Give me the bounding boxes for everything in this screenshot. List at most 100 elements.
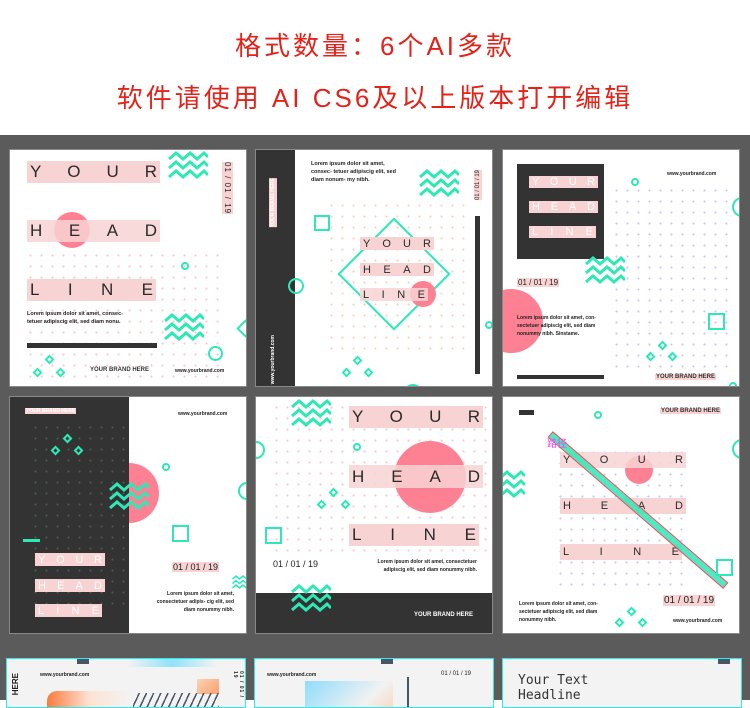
headline-letter: O [56,553,65,566]
headline-letter: I [381,288,385,301]
black-bar [27,343,157,348]
headline-letter: O [599,454,609,466]
gradient-shape [305,681,393,707]
headline-letter: E [141,280,153,299]
headline-letter: E [383,263,391,276]
artboard-tab [381,659,393,664]
template-card-8[interactable]: www.yourbrand.com 01 / 01 / 19 [254,658,494,708]
headline-letter: E [57,579,65,592]
headline-letter: H [563,500,571,512]
body-text: Lorem ipsum dolor sit amet, con- sectetu… [517,315,596,337]
headline-letter: N [565,226,574,238]
headline-letter: N [397,288,406,301]
headline-letter: I [67,280,73,299]
diamond-icon [363,367,374,378]
headline-letter: O [67,162,81,181]
headline-letter: A [75,579,83,592]
website-url-vertical: www.yourbrand.com [270,335,276,385]
template-card-9[interactable]: Your Text Headline [502,658,742,708]
website-url: www.yourbrand.com [178,411,228,417]
zigzag-icon [109,481,149,511]
circle-outline-icon [208,346,223,361]
headline-letter: D [423,263,431,276]
headline-letter: I [56,604,60,617]
divider-line [407,677,409,707]
title-line-2: Headline [518,688,581,703]
brand-name: YOUR BRAND HERE [655,374,717,380]
template-card-7[interactable]: www.yourbrand.com HERE 01 / 01 / 19 [6,658,246,708]
square-outline-icon [708,313,725,330]
dot-grid [555,447,690,587]
headline-letter: E [600,500,609,512]
website-url: www.yourbrand.com [40,672,90,678]
square-outline-icon [172,525,189,542]
date: 01 / 01 / 19 [273,559,319,569]
headline-letter: Y [352,407,364,426]
zigzag-icon [502,469,525,499]
brand-name-vertical: YOUR BRAND HERE [269,178,277,228]
body-text: Lorem ipsum dolor sit amet, consec- tetu… [311,161,396,183]
dot-grid [25,250,225,380]
website-url: www.yourbrand.com [673,618,723,624]
headline-letter: D [144,221,157,240]
headline-letter: L [532,226,539,238]
header-software-note: 软件请使用 AI CS6及以上版本打开编辑 [116,83,634,113]
headline-letter: U [106,162,119,181]
headline-letter: R [587,176,595,188]
date-vertical: 01 / 01 / 19 [474,170,482,201]
gradient-shape [127,659,217,667]
diamond-icon [637,617,648,628]
headline-letter: I [599,546,603,558]
diamond-icon [614,617,625,628]
headline-letter: Y [532,176,540,188]
body-text: Lorem ipsum dolor sit amet, consectetuer… [156,591,234,613]
date: 01 / 01 / 19 [172,562,220,572]
diamond-icon [341,367,352,378]
headline-letter: H [352,466,365,486]
header-format-count: 格式数量：6个AI多款 [234,31,516,61]
headline-letter: O [549,176,559,188]
headline-letter: N [423,525,436,544]
website-url: www.yourbrand.com [667,171,717,177]
headline-letter: D [587,201,595,213]
headline-letter: U [403,237,411,250]
headline-letter: H [30,221,43,240]
headline-letter: L [363,288,370,301]
headline-letter: A [106,221,119,240]
small-circle-icon [162,463,170,471]
black-dash [519,410,534,415]
headline-letter: A [429,466,441,486]
circle-outline-icon [238,482,246,500]
header: 格式数量：6个AI多款 软件请使用 AI CS6及以上版本打开编辑 [0,0,750,135]
headline-letter: Y [38,553,46,566]
black-vertical-bar [475,216,480,374]
headline-letter: O [382,237,391,250]
small-circle-icon [594,411,602,419]
template-card-2[interactable]: YOUR BRAND HERE www.yourbrand.com Lorem … [255,149,493,387]
headline-letter: R [675,454,683,466]
headline-letter: E [91,604,99,617]
zigzag-icon [291,398,331,428]
teal-dash [23,539,40,542]
